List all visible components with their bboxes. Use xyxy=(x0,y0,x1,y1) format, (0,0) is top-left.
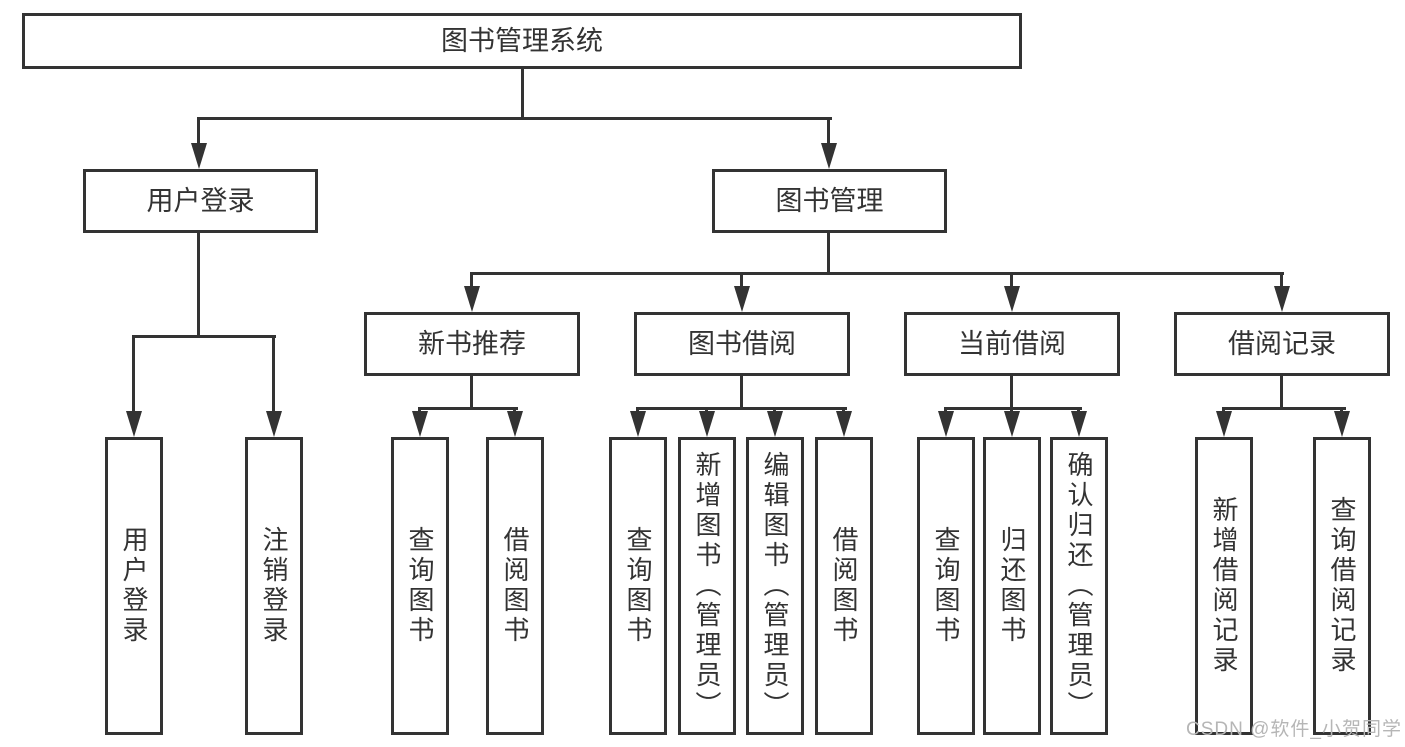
connector-line xyxy=(1010,272,1013,288)
connector-line xyxy=(132,335,135,413)
connector-line xyxy=(1280,376,1283,409)
leaf-add-borrow-record: 新增借阅记录 xyxy=(1195,437,1253,735)
arrow-down-icon xyxy=(191,143,207,169)
watermark: CSDN @软件_小贺同学 xyxy=(1186,719,1402,740)
connector-line xyxy=(1010,407,1013,414)
connector-line xyxy=(521,68,524,120)
connector-bar xyxy=(636,407,847,410)
leaf-borrow-books-borrowing: 借阅图书 xyxy=(815,437,873,735)
arrow-down-icon xyxy=(266,411,282,437)
connector-bar xyxy=(944,407,1082,410)
arrow-down-icon xyxy=(938,411,954,437)
leaf-confirm-return-admin: 确认归还（管理员） xyxy=(1050,437,1108,735)
arrow-down-icon xyxy=(1334,411,1350,437)
arrow-down-icon xyxy=(699,411,715,437)
leaf-return-books: 归还图书 xyxy=(983,437,1041,735)
connector-line xyxy=(272,335,275,413)
node-current-borrowing: 当前借阅 xyxy=(904,312,1120,376)
node-book-borrowing: 图书借阅 xyxy=(634,312,850,376)
connector-line xyxy=(842,407,845,414)
connector-line xyxy=(418,407,421,414)
connector-bar xyxy=(418,407,518,410)
connector-bar xyxy=(197,117,832,120)
leaf-borrow-books-recommend: 借阅图书 xyxy=(486,437,544,735)
leaf-query-books-borrowing: 查询图书 xyxy=(609,437,667,735)
leaf-user-login: 用户登录 xyxy=(105,437,163,735)
connector-line xyxy=(705,407,708,414)
node-book-management: 图书管理 xyxy=(712,169,947,233)
leaf-query-books-current: 查询图书 xyxy=(917,437,975,735)
connector-line xyxy=(1222,407,1225,414)
connector-line xyxy=(470,272,473,288)
connector-line xyxy=(1077,407,1080,414)
arrow-down-icon xyxy=(630,411,646,437)
leaf-logout-login: 注销登录 xyxy=(245,437,303,735)
arrow-down-icon xyxy=(507,411,523,437)
connector-line xyxy=(740,272,743,288)
leaf-query-borrow-record: 查询借阅记录 xyxy=(1313,437,1371,735)
connector-line xyxy=(197,117,200,146)
arrow-down-icon xyxy=(821,143,837,169)
node-user-login: 用户登录 xyxy=(83,169,318,233)
leaf-edit-books-admin: 编辑图书（管理员） xyxy=(746,437,804,735)
arrow-down-icon xyxy=(836,411,852,437)
connector-bar xyxy=(132,335,276,338)
connector-line xyxy=(513,407,516,414)
connector-bar xyxy=(470,272,1284,275)
node-system-root: 图书管理系统 xyxy=(22,13,1022,69)
arrow-down-icon xyxy=(1216,411,1232,437)
connector-line xyxy=(470,376,473,409)
connector-line xyxy=(740,376,743,409)
arrow-down-icon xyxy=(1004,286,1020,312)
connector-line xyxy=(1010,376,1013,409)
arrow-down-icon xyxy=(1071,411,1087,437)
arrow-down-icon xyxy=(1004,411,1020,437)
connector-line xyxy=(773,407,776,414)
arrow-down-icon xyxy=(126,411,142,437)
connector-line xyxy=(1340,407,1343,414)
leaf-add-books-admin: 新增图书（管理员） xyxy=(678,437,736,735)
arrow-down-icon xyxy=(412,411,428,437)
arrow-down-icon xyxy=(734,286,750,312)
arrow-down-icon xyxy=(1274,286,1290,312)
connector-line xyxy=(197,233,200,337)
connector-line xyxy=(827,117,830,146)
connector-line xyxy=(944,407,947,414)
arrow-down-icon xyxy=(767,411,783,437)
connector-bar xyxy=(1222,407,1346,410)
node-borrowing-records: 借阅记录 xyxy=(1174,312,1390,376)
leaf-query-books-recommend: 查询图书 xyxy=(391,437,449,735)
connector-line xyxy=(827,233,830,275)
connector-line xyxy=(1280,272,1283,288)
arrow-down-icon xyxy=(464,286,480,312)
node-new-book-recommendation: 新书推荐 xyxy=(364,312,580,376)
connector-line xyxy=(636,407,639,414)
